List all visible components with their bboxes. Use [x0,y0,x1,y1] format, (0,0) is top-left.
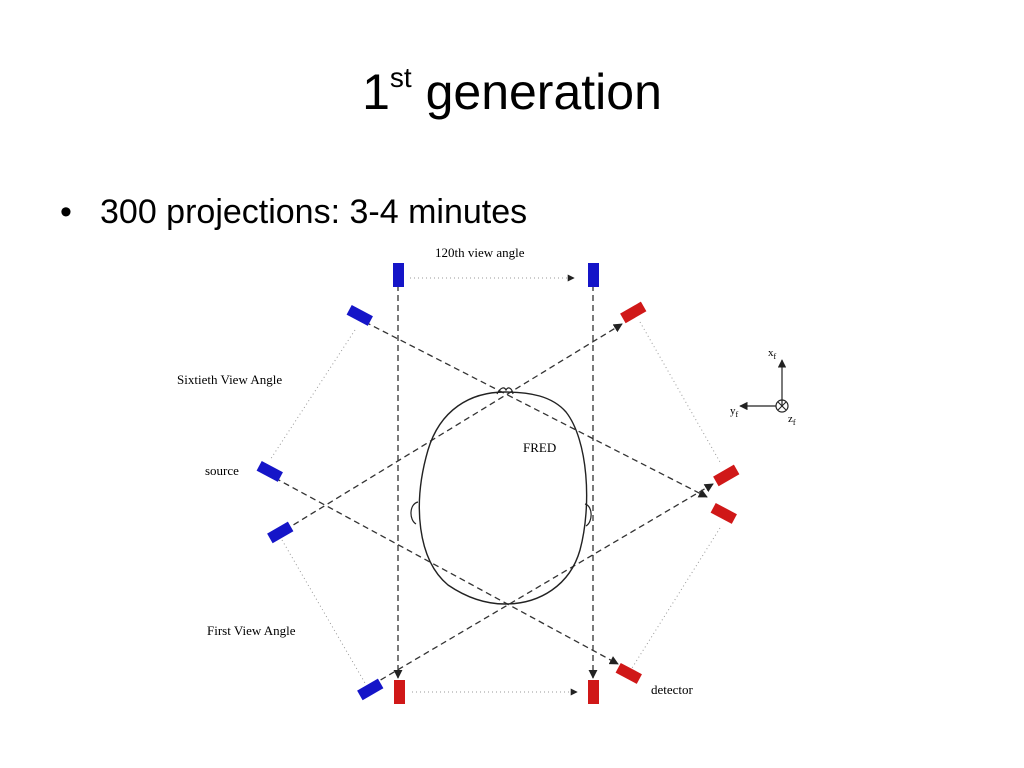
title-text: generation [411,64,662,120]
z-axis-icon [775,399,789,413]
axis-x-label: xf [768,347,777,361]
source-marker [346,304,373,326]
source-marker [267,521,294,544]
beam-lines [274,285,714,686]
label-fred: FRED [523,440,556,455]
detector-marker [394,680,405,704]
slide-title: 1st generation [0,62,1024,122]
bullet-dot-icon: • [60,193,72,231]
detector-marker [620,301,647,324]
label-source: source [205,463,239,478]
title-superscript: st [389,62,412,93]
detector-marker [588,680,599,704]
title-number: 1 [362,64,390,120]
detector-marker [713,464,740,487]
label-120th-view-angle: 120th view angle [435,245,525,260]
source-marker [357,678,384,701]
label-first-view-angle: First View Angle [207,623,296,638]
bullet-text: 300 projections: 3-4 minutes [100,193,528,231]
coordinate-axes: xf yf zf [730,347,796,427]
detector-marker [710,502,737,524]
source-marker [588,263,599,287]
source-marker [393,263,404,287]
bullet-item: • 300 projections: 3-4 minutes [60,190,527,234]
source-marker [256,460,283,482]
axis-y-label: yf [730,405,739,419]
source-elements [256,263,599,701]
axis-z-label: zf [788,413,796,427]
detector-elements [394,301,740,704]
label-sixtieth-view-angle: Sixtieth View Angle [177,372,282,387]
head-outline [410,387,592,605]
detector-marker [615,662,642,684]
label-detector: detector [651,682,694,697]
hexagon-outline [269,274,721,696]
